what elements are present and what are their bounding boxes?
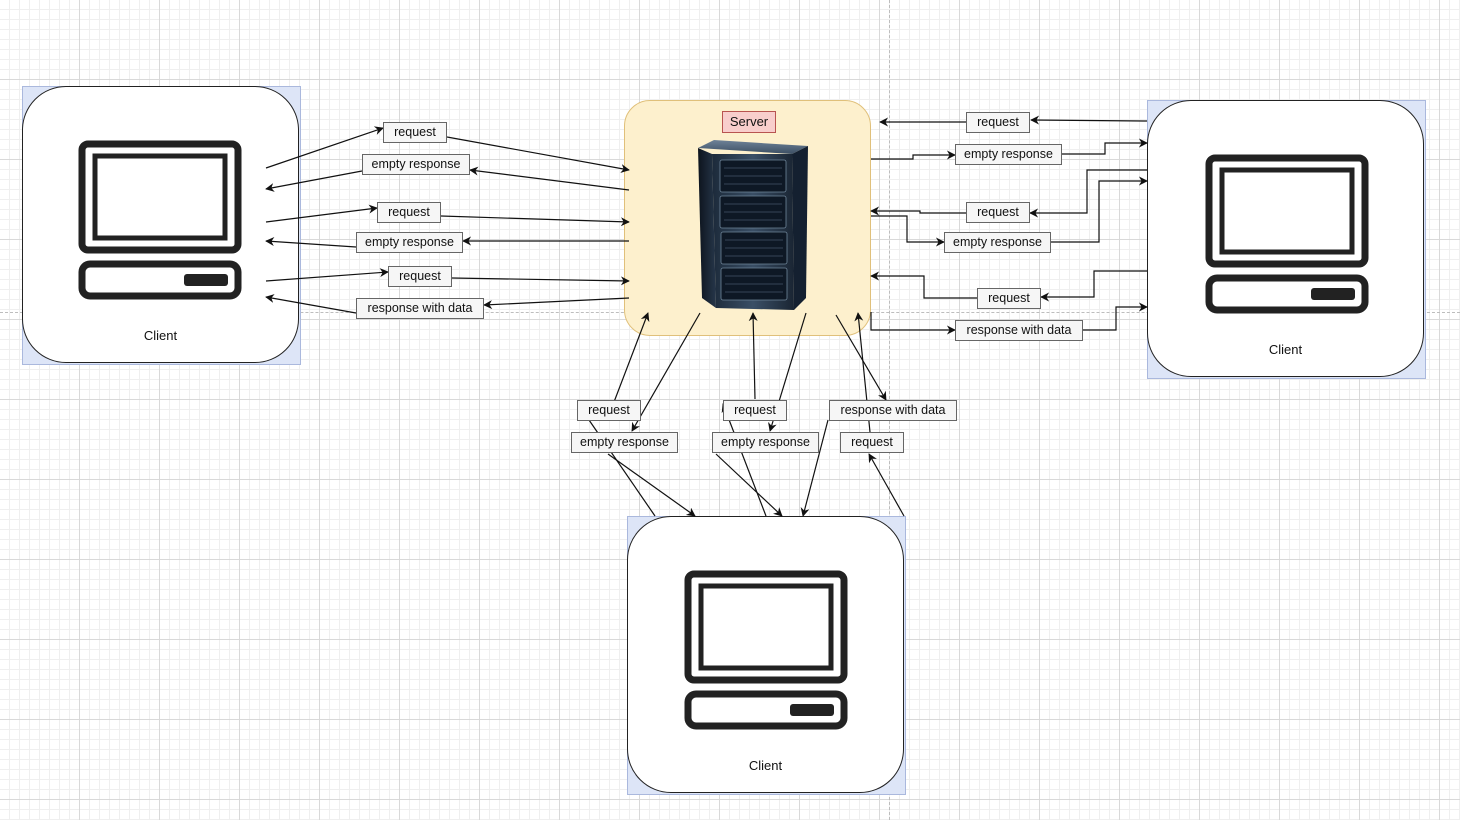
computer-icon [684,570,848,730]
edge-right-response-with-data-tail[interactable] [1083,302,1148,331]
edge-left-request-2-tail[interactable] [440,215,630,227]
edge-left-response-with-data[interactable] [483,297,630,310]
client-node-right[interactable]: Client [1147,100,1424,377]
edge-label[interactable]: response with data [829,400,957,421]
edge-right-request-3[interactable] [1040,270,1147,302]
edge-label[interactable]: response with data [356,298,484,319]
client-node-bottom[interactable]: Client [627,516,904,793]
edge-left-empty-response-2-tail[interactable] [265,237,357,248]
edge-label[interactable]: empty response [944,232,1051,253]
edge-label[interactable]: empty response [571,432,678,453]
edge-left-empty-response-1-tail[interactable] [265,170,363,192]
edge-left-request-2[interactable] [265,204,378,223]
edge-left-empty-response-1[interactable] [469,166,630,191]
edge-right-empty-response-1[interactable] [871,150,956,160]
edge-left-request-1[interactable] [265,126,384,169]
edge-label[interactable]: request [966,202,1030,223]
edge-label[interactable]: empty response [362,154,470,175]
client-node-left[interactable]: Client [22,86,299,363]
edge-label[interactable]: request [840,432,904,453]
edge-right-empty-response-2[interactable] [871,215,945,247]
edge-right-empty-response-2-tail[interactable] [1051,176,1148,243]
client-label-right: Client [1268,342,1303,357]
edge-right-response-with-data[interactable] [870,312,956,335]
edge-bottom-request-2-tail[interactable] [748,312,758,400]
edge-label[interactable]: request [377,202,441,223]
edge-bottom-request-3[interactable] [868,453,905,517]
edge-label[interactable]: request [977,288,1041,309]
edge-bottom-empty-response-2-tail[interactable] [715,453,783,517]
edge-label[interactable]: request [577,400,641,421]
computer-icon [1205,154,1369,314]
edge-label[interactable]: empty response [356,232,463,253]
edge-label[interactable]: request [388,266,452,287]
edge-left-request-3[interactable] [265,268,389,282]
edge-right-request-2[interactable] [1029,169,1147,218]
edge-label[interactable]: request [723,400,787,421]
client-label-left: Client [143,328,178,343]
client-label-bottom: Client [748,758,783,773]
edge-bottom-response-with-data[interactable] [835,314,887,401]
computer-icon [78,140,242,300]
edge-label[interactable]: request [966,112,1030,133]
edge-right-request-3-tail[interactable] [870,271,977,299]
edge-bottom-request-2[interactable] [721,403,767,517]
edge-bottom-response-with-data-tail[interactable] [800,419,829,517]
edge-left-response-with-data-tail[interactable] [265,293,357,314]
edge-right-request-1[interactable] [1030,115,1148,125]
edge-label[interactable]: request [383,122,447,143]
edge-label[interactable]: empty response [712,432,819,453]
edge-bottom-empty-response-1-tail[interactable] [607,453,696,517]
edge-label[interactable]: empty response [955,144,1062,165]
edge-left-request-3-tail[interactable] [451,276,630,286]
edge-right-request-2-tail[interactable] [870,206,966,216]
edge-bottom-request-1-tail[interactable] [613,312,650,403]
edge-right-empty-response-1-tail[interactable] [1062,138,1148,155]
edge-bottom-empty-response-1[interactable] [631,312,701,432]
edge-left-request-1-tail[interactable] [446,136,630,173]
server-label[interactable]: Server [722,111,776,133]
server-rack-icon [698,140,808,310]
edge-label[interactable]: response with data [955,320,1083,341]
